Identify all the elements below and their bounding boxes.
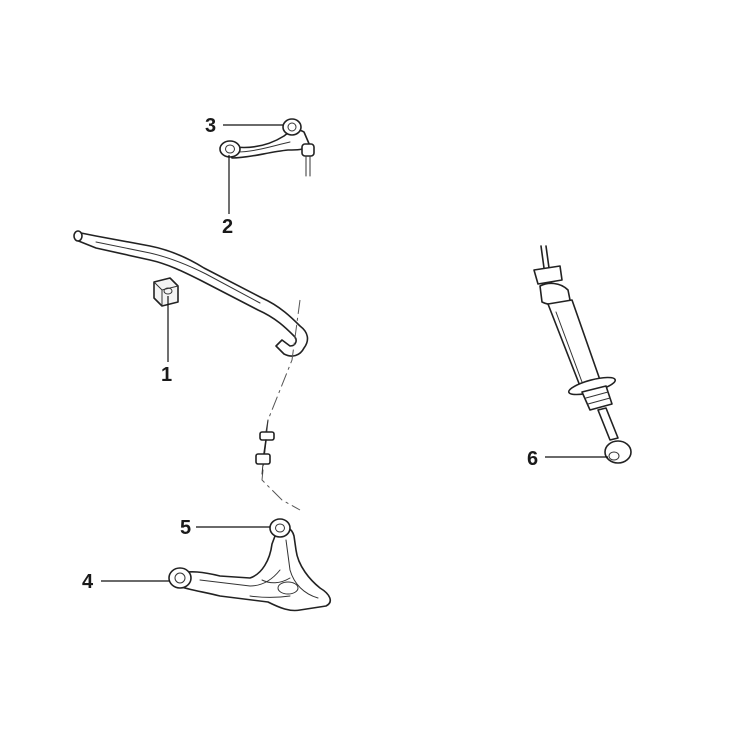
callout-4: 4 <box>82 571 94 593</box>
stabilizer-bushing <box>153 277 179 307</box>
callout-leaders <box>101 124 608 582</box>
shock-absorber <box>533 245 632 464</box>
callout-5: 5 <box>180 517 191 539</box>
stabilizer-link <box>255 419 275 475</box>
callout-3: 3 <box>205 115 216 137</box>
lower-control-arm <box>168 518 332 612</box>
callout-1: 1 <box>161 364 172 386</box>
upper-control-arm <box>219 118 315 177</box>
callout-2: 2 <box>222 216 233 238</box>
stabilizer-bar <box>73 230 309 357</box>
callout-6: 6 <box>527 448 538 470</box>
